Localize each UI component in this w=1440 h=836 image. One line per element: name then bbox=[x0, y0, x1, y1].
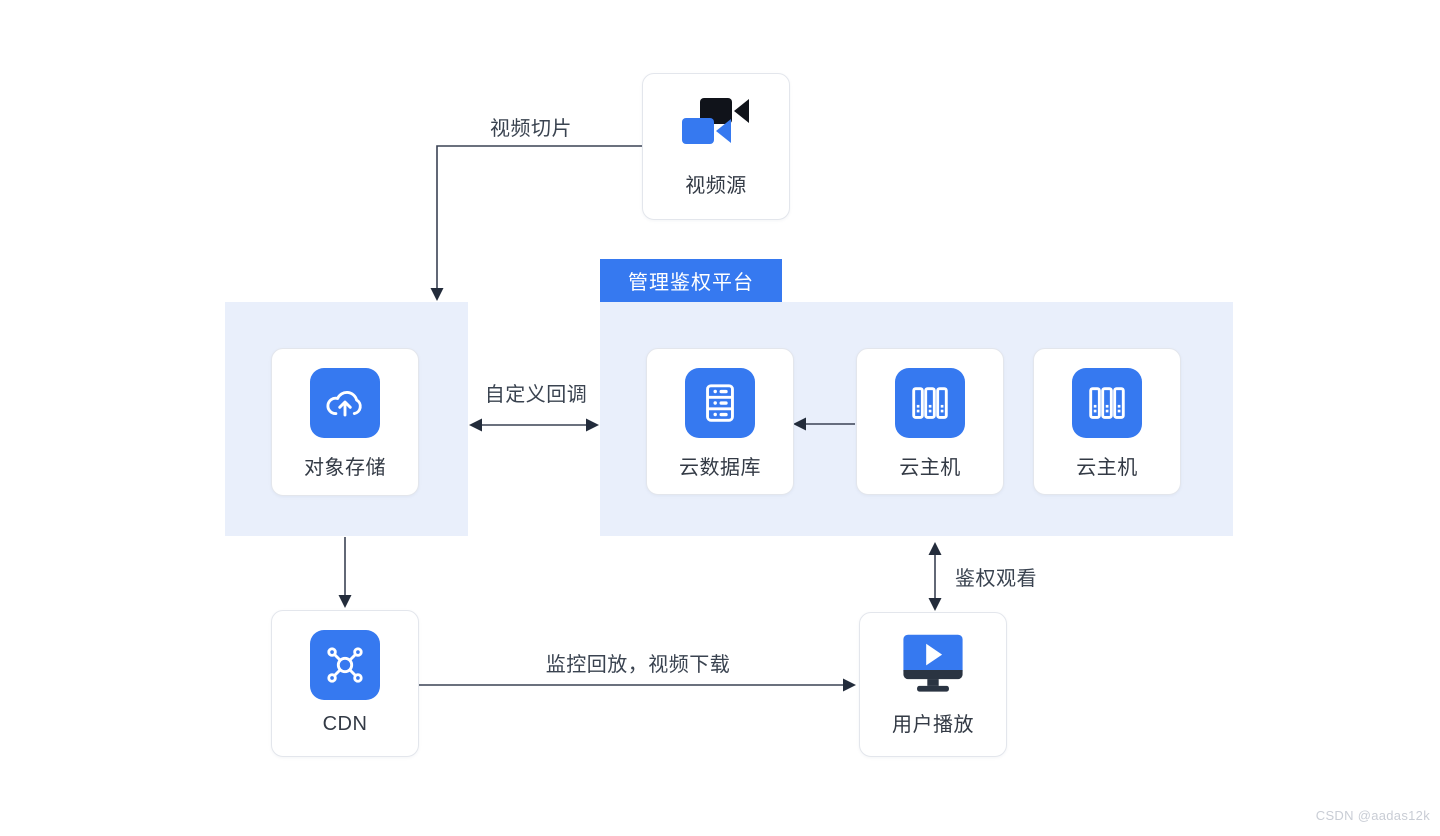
server-icon bbox=[895, 368, 965, 438]
edge-monitor-download bbox=[419, 678, 856, 692]
watermark: CSDN @aadas12k bbox=[1315, 808, 1430, 823]
auth-platform-tab: 管理鉴权平台 bbox=[600, 259, 782, 302]
node-label: 云数据库 bbox=[679, 457, 761, 479]
server-icon bbox=[1072, 368, 1142, 438]
video-camera-icon bbox=[673, 94, 759, 156]
node-user-playback: 用户播放 bbox=[859, 612, 1007, 757]
edge-label-monitor-download: 监控回放，视频下载 bbox=[545, 654, 731, 676]
edge-label-video-slicing: 视频切片 bbox=[490, 118, 572, 140]
edge-storage-to-cdn bbox=[338, 537, 352, 608]
cdn-network-icon bbox=[310, 630, 380, 700]
node-video-source: 视频源 bbox=[642, 73, 790, 220]
node-label: 云主机 bbox=[1076, 457, 1138, 479]
node-label: 云主机 bbox=[899, 457, 961, 479]
edge-custom-callback bbox=[469, 418, 599, 432]
node-cloud-host-2: 云主机 bbox=[1033, 348, 1181, 495]
database-icon bbox=[685, 368, 755, 438]
edge-label-custom-callback: 自定义回调 bbox=[484, 384, 588, 406]
node-cloud-host-1: 云主机 bbox=[856, 348, 1004, 495]
node-object-storage: 对象存储 bbox=[271, 348, 419, 496]
auth-platform-tab-label: 管理鉴权平台 bbox=[628, 272, 754, 294]
node-label: 对象存储 bbox=[304, 457, 386, 479]
edge-auth-watch bbox=[928, 542, 942, 611]
node-label: 用户播放 bbox=[892, 714, 974, 736]
monitor-play-icon bbox=[895, 629, 971, 695]
node-cloud-database: 云数据库 bbox=[646, 348, 794, 495]
node-cdn: CDN bbox=[271, 610, 419, 757]
node-label: 视频源 bbox=[685, 175, 747, 197]
edge-label-auth-watch: 鉴权观看 bbox=[955, 568, 1037, 590]
node-label: CDN bbox=[322, 713, 368, 735]
cloud-upload-icon bbox=[310, 368, 380, 438]
